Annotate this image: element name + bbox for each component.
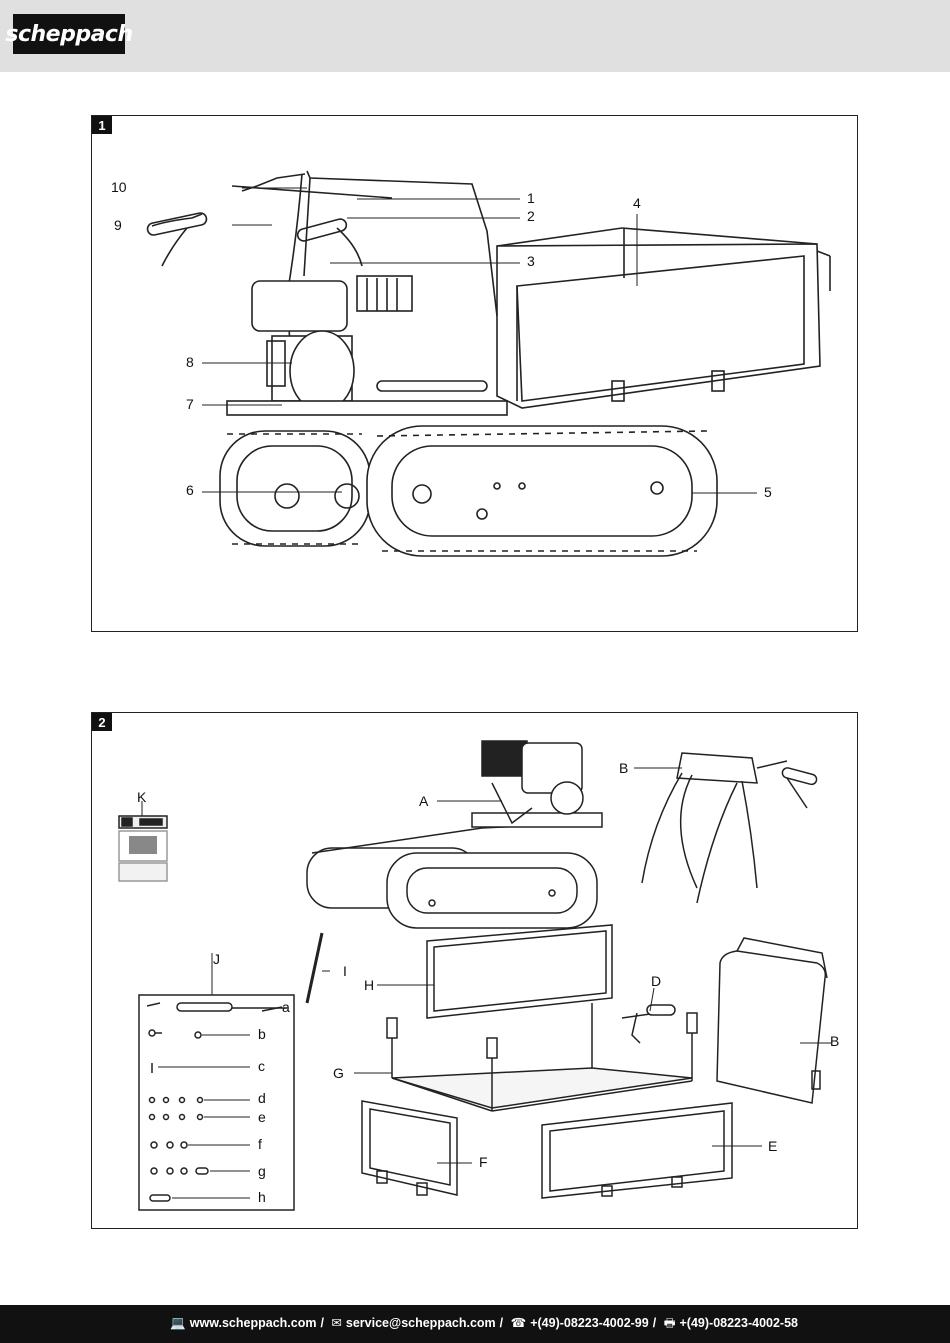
- scheppach-logo: scheppach: [5, 14, 133, 54]
- header-bar: scheppach: [0, 0, 950, 72]
- callout-a: a: [282, 999, 290, 1015]
- callout-I: I: [343, 963, 347, 979]
- callout-3: 3: [527, 253, 535, 269]
- callout-G: G: [333, 1065, 344, 1081]
- callout-B-side: B: [830, 1033, 840, 1049]
- callout-A: A: [419, 793, 429, 809]
- callout-H: H: [364, 977, 375, 993]
- figure-1-panel: 1: [91, 115, 858, 632]
- figure-number: 2: [92, 713, 112, 731]
- callout-6: 6: [186, 482, 194, 498]
- callout-5: 5: [764, 484, 772, 500]
- footer-website[interactable]: www.scheppach.com: [189, 1315, 317, 1330]
- footer-bar: 💻www.scheppach.com/ ✉service@scheppach.c…: [0, 1305, 950, 1343]
- fax-icon: 🖶: [663, 1315, 676, 1330]
- footer-email[interactable]: service@scheppach.com: [345, 1315, 496, 1330]
- callout-10: 10: [111, 179, 127, 195]
- callout-c: c: [258, 1058, 265, 1074]
- callout-d: d: [258, 1090, 266, 1106]
- callout-F: F: [479, 1154, 488, 1170]
- callout-J: J: [213, 951, 220, 967]
- footer-phone: +(49)-08223-4002-99: [530, 1315, 649, 1330]
- callout-f: f: [258, 1136, 262, 1152]
- footer-fax: +(49)-08223-4002-58: [679, 1315, 799, 1330]
- callout-g: g: [258, 1163, 266, 1179]
- figure-number: 1: [92, 116, 112, 134]
- monitor-icon: 💻: [170, 1315, 186, 1330]
- callout-D: D: [651, 973, 662, 989]
- figure-2-panel: 2: [91, 712, 858, 1229]
- callout-4: 4: [633, 195, 641, 211]
- footer-contact: 💻www.scheppach.com/ ✉service@scheppach.c…: [170, 1315, 799, 1330]
- parts-illustration: [118, 740, 832, 1211]
- dumper-illustration: [146, 170, 831, 557]
- callout-2: 2: [527, 208, 535, 224]
- callout-E: E: [768, 1138, 778, 1154]
- callout-h: h: [258, 1189, 266, 1205]
- callout-9: 9: [114, 217, 122, 233]
- callout-7: 7: [186, 396, 194, 412]
- envelope-icon: ✉: [331, 1315, 342, 1330]
- callout-b: b: [258, 1026, 266, 1042]
- callout-K: K: [137, 789, 147, 805]
- callout-1: 1: [527, 190, 535, 206]
- phone-icon: ☎: [510, 1315, 527, 1330]
- callout-B-handle: B: [619, 760, 629, 776]
- callout-e: e: [258, 1109, 266, 1125]
- callout-8: 8: [186, 354, 194, 370]
